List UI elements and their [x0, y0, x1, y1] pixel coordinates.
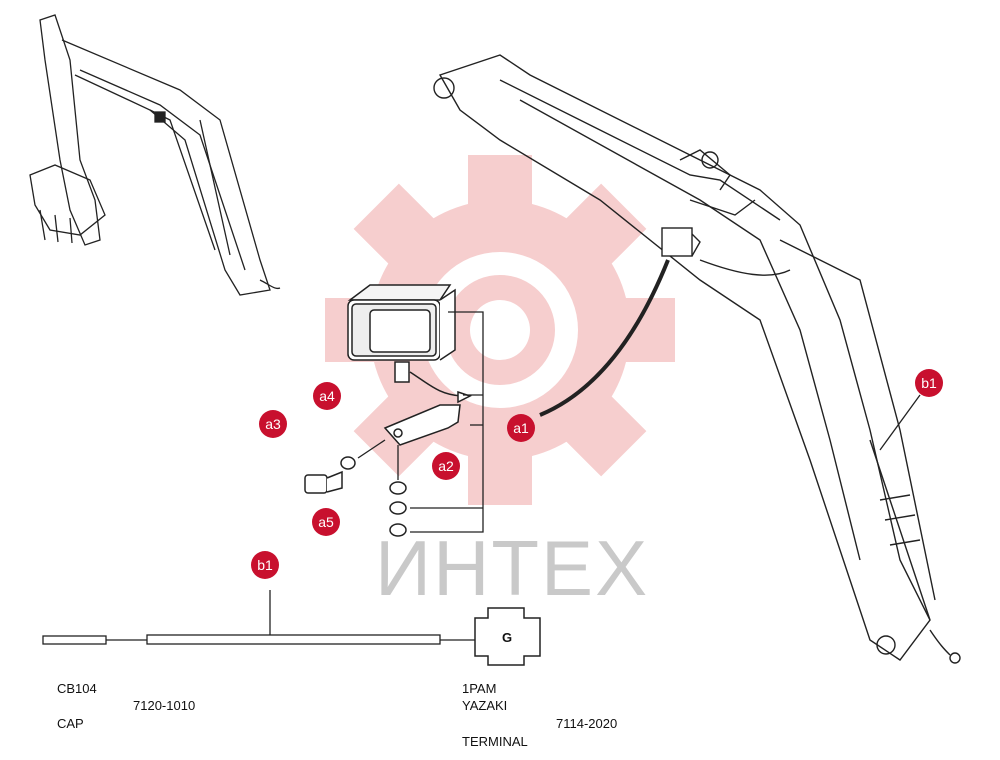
svg-text:a1: a1 — [513, 420, 529, 436]
callout-b1-right[interactable]: b1 — [915, 369, 943, 397]
label-7120-1010: 7120-1010 — [133, 698, 196, 713]
lamp-bracket — [383, 404, 461, 446]
svg-text:b1: b1 — [921, 375, 937, 391]
svg-text:a3: a3 — [265, 416, 281, 432]
callout-a1[interactable]: a1 — [507, 414, 535, 442]
nut — [389, 523, 407, 537]
b1-right-leader — [879, 394, 921, 451]
connector-label: G — [502, 630, 512, 645]
excavator-overview — [29, 14, 281, 296]
label-cb104: CB104 — [57, 681, 97, 696]
label-yazaki: YAZAKI — [462, 698, 508, 713]
bolt — [304, 470, 343, 494]
a1-leader — [539, 259, 670, 417]
connector-g — [474, 607, 541, 666]
callout-a2[interactable]: a2 — [432, 452, 460, 480]
wiring-harness — [42, 590, 475, 645]
washer-a4 — [340, 456, 356, 470]
svg-text:a4: a4 — [319, 388, 335, 404]
assembly-bracket — [357, 311, 484, 533]
watermark-text: ИНТЕХ — [375, 524, 649, 612]
callout-a4[interactable]: a4 — [313, 382, 341, 410]
boom-arm — [433, 54, 961, 664]
callout-b1-bottom[interactable]: b1 — [251, 551, 279, 579]
label-1pam: 1PAM — [462, 681, 497, 696]
work-lamp — [347, 284, 472, 404]
callout-a3[interactable]: a3 — [259, 410, 287, 438]
label-7114-2020: 7114-2020 — [556, 716, 618, 731]
label-terminal: TERMINAL — [462, 734, 528, 749]
washer-a5-1 — [389, 481, 407, 495]
svg-text:a2: a2 — [438, 458, 454, 474]
svg-text:b1: b1 — [257, 557, 273, 573]
label-cap: CAP — [57, 716, 84, 731]
callout-a5[interactable]: a5 — [312, 508, 340, 536]
svg-text:a5: a5 — [318, 514, 334, 530]
washer-a5-2 — [389, 501, 407, 515]
